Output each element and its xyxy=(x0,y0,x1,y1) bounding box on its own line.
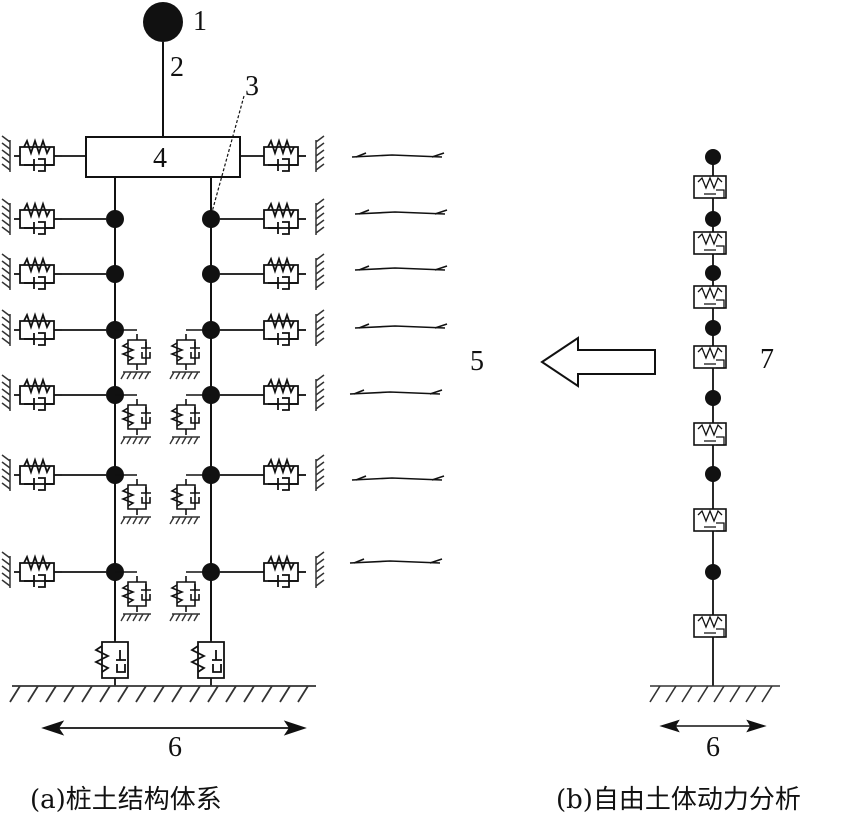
label-input: 5 xyxy=(470,346,484,377)
transfer-arrow xyxy=(540,336,656,388)
pile-tip-springs xyxy=(93,636,225,686)
label-base: 6 xyxy=(168,732,182,763)
label-mass: 1 xyxy=(193,6,207,37)
base-excitation-arrow-a xyxy=(41,720,307,736)
label-node: 3 xyxy=(245,71,259,102)
label-free-field: 7 xyxy=(760,344,774,375)
label-base-b: 6 xyxy=(706,732,720,763)
caption-a: (a)桩土结构体系 xyxy=(30,785,222,815)
ground-a xyxy=(9,685,316,703)
right-springs xyxy=(220,135,325,589)
caption-b: (b)自由土体动力分析 xyxy=(556,785,801,815)
label-cap: 4 xyxy=(153,143,167,174)
side-friction-springs xyxy=(115,329,211,622)
node-leader xyxy=(211,95,245,213)
free-field-column-b xyxy=(649,149,780,733)
base-excitation-arrow-b xyxy=(659,719,767,733)
free-field-input-arrows xyxy=(349,152,448,564)
structure-a xyxy=(1,2,325,736)
mass-node xyxy=(143,2,183,42)
label-column: 2 xyxy=(170,52,184,83)
pile-cap xyxy=(85,136,241,178)
left-springs xyxy=(1,135,106,589)
